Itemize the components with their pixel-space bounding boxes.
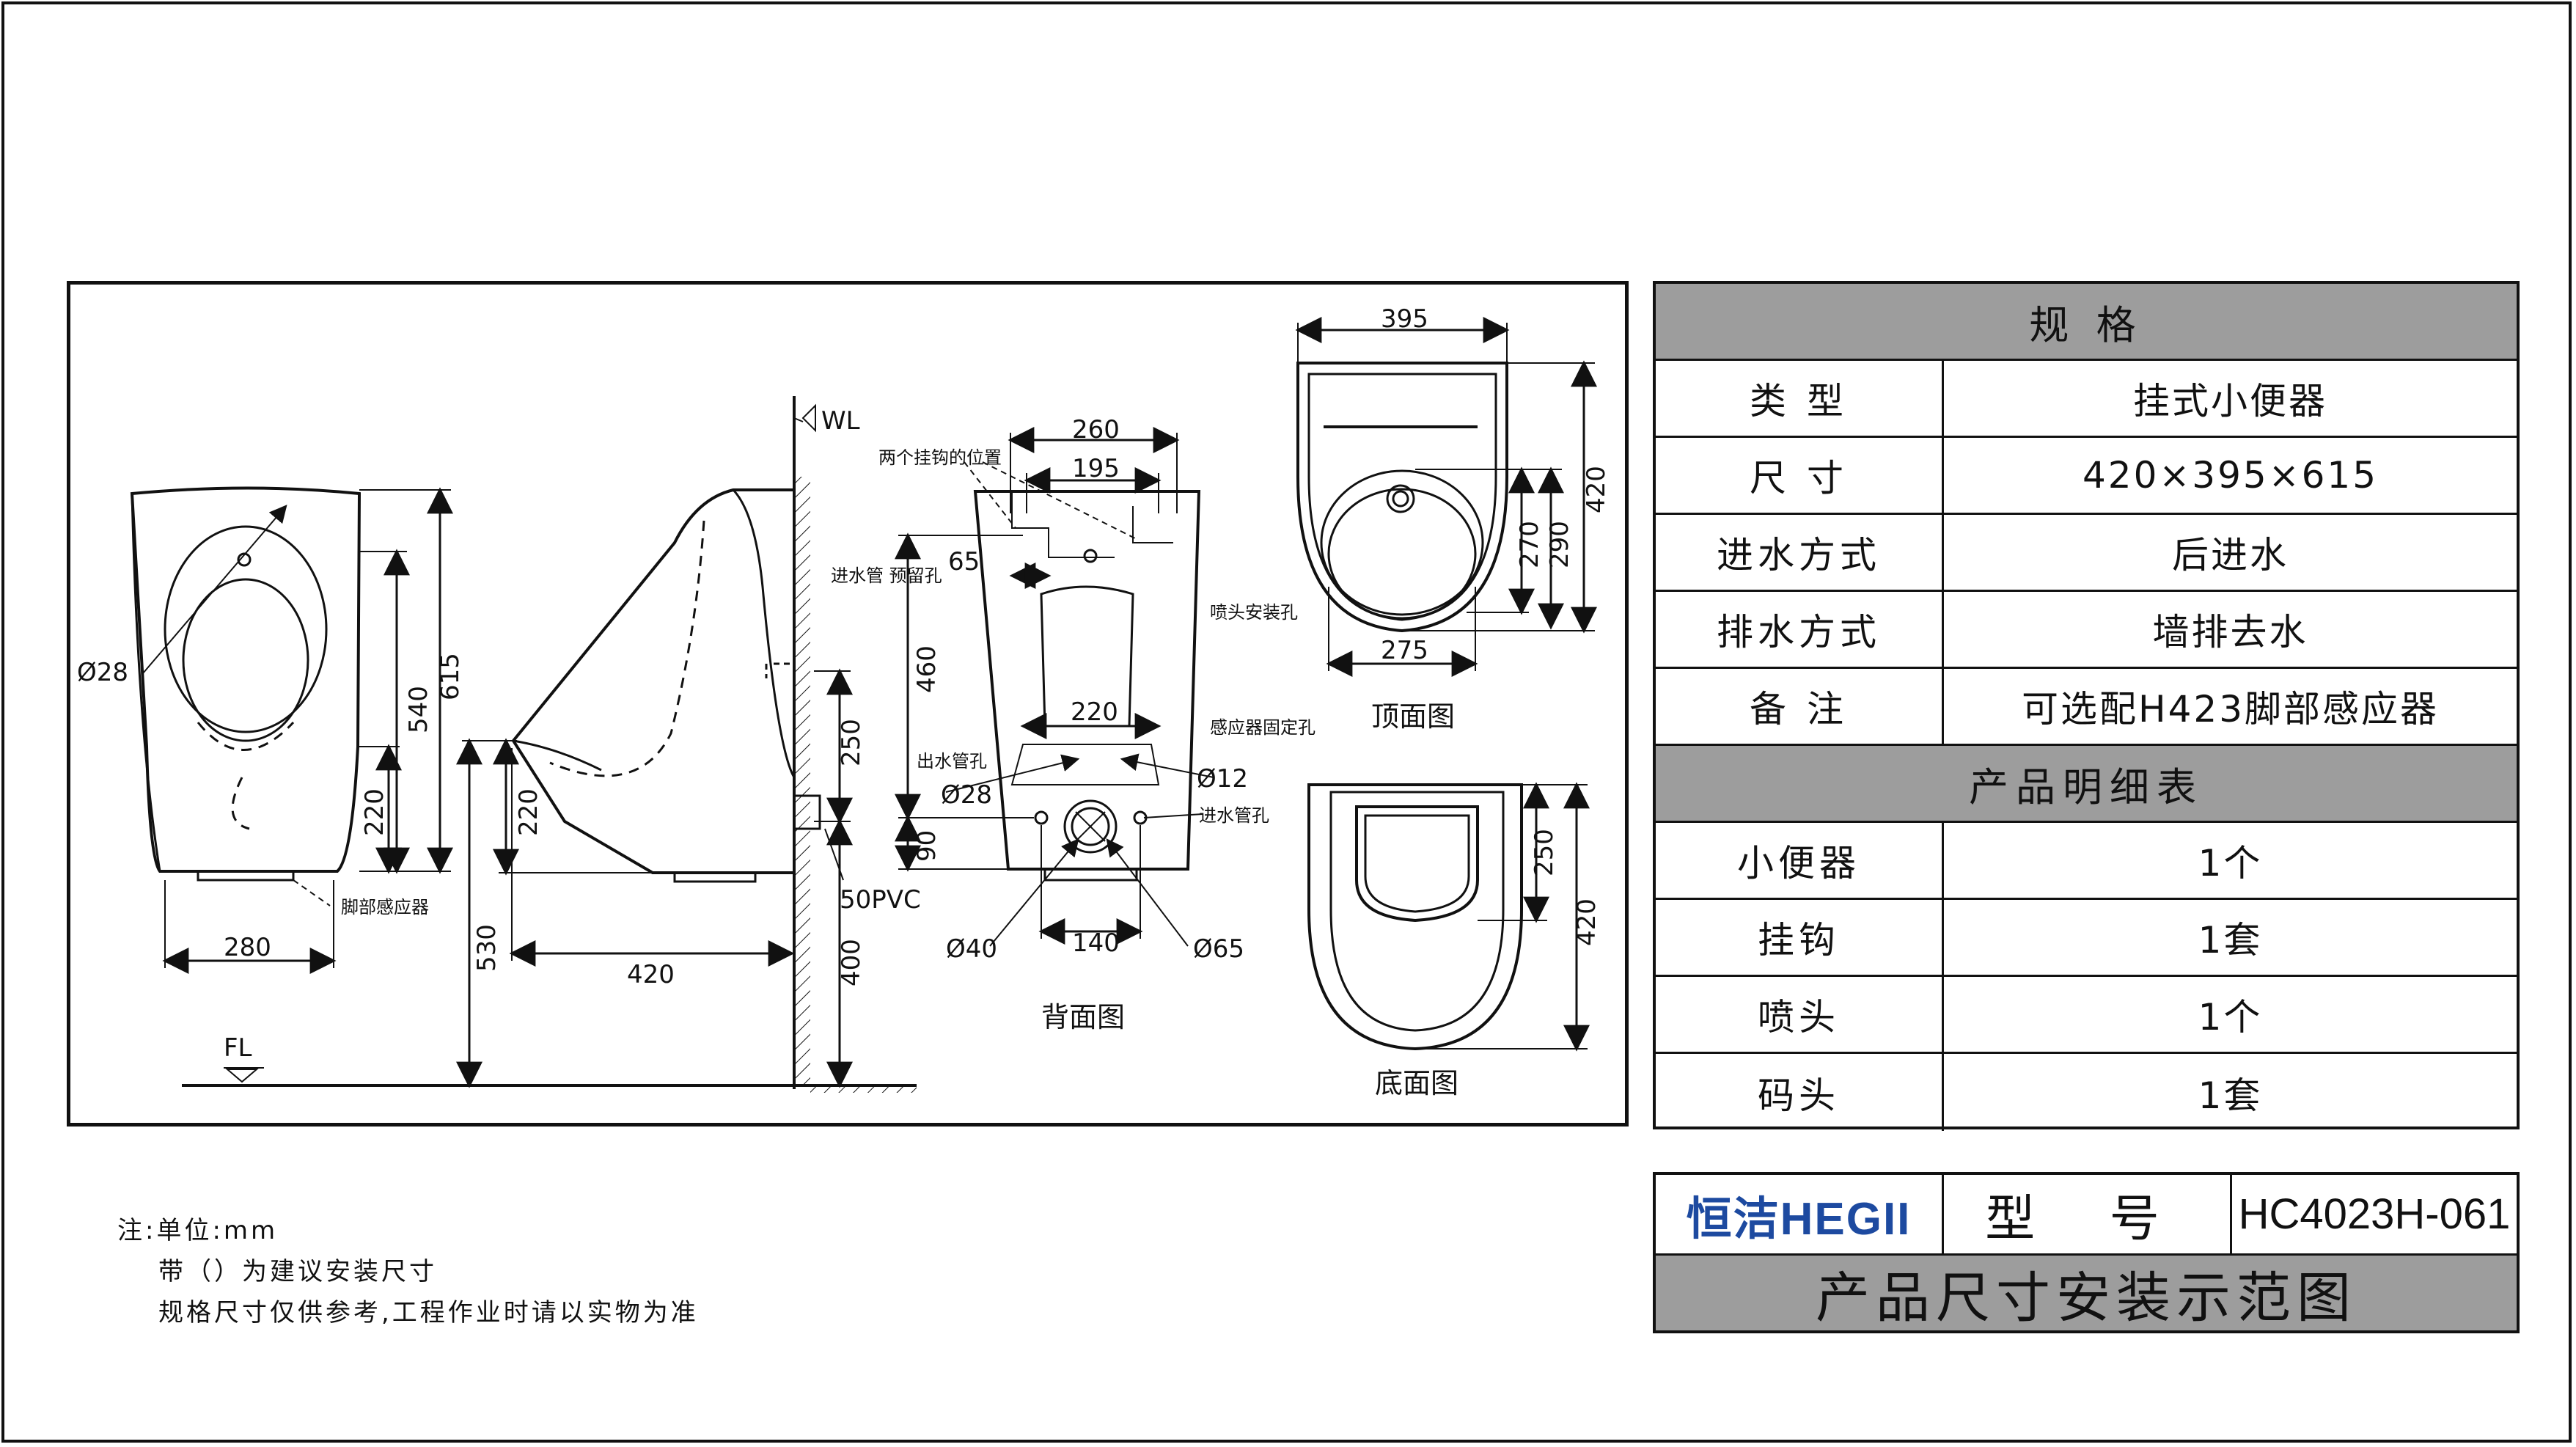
list-value: 1套 <box>2198 919 2263 961</box>
list-header: 产品明细表 <box>1969 763 2203 810</box>
title-block: 恒洁HEGII 型 号 HC4023H-061 产品尺寸安装示范图 <box>1653 1172 2520 1333</box>
spec-row: 备 注 可选配H423脚部感应器 <box>1656 669 2517 746</box>
front-d28: Ø28 <box>77 658 128 687</box>
note-line: 带（）为建议安装尺寸 <box>158 1257 437 1286</box>
dim-140: 140 <box>1072 928 1120 958</box>
brand-logo: 恒洁HEGII <box>1656 1175 1944 1253</box>
bottom-view <box>1307 782 1590 1052</box>
dim-615: 615 <box>436 653 465 700</box>
dim-260: 260 <box>1072 415 1120 444</box>
spec-table: 规 格 类 型 挂式小便器 尺 寸 420×395×615 进水方式 后进水 排… <box>1653 281 2520 1131</box>
fl-label: FL <box>224 1033 252 1063</box>
front-view <box>130 486 453 974</box>
spec-value: 后进水 <box>2172 534 2289 576</box>
list-key: 挂钩 <box>1656 900 1944 975</box>
spray-hole-label: 喷头安装孔 <box>1210 602 1298 623</box>
spec-row: 尺 寸 420×395×615 <box>1656 438 2517 515</box>
spec-header: 规 格 <box>2029 301 2143 348</box>
list-key: 小便器 <box>1656 823 1944 898</box>
list-value: 1个 <box>2198 842 2263 884</box>
dim-395: 395 <box>1381 304 1428 334</box>
list-value: 1套 <box>2198 1074 2263 1117</box>
list-row: 码头 1套 <box>1656 1054 2517 1131</box>
list-header-row: 产品明细表 <box>1656 746 2517 823</box>
back-d28: Ø28 <box>941 780 992 810</box>
dim-400: 400 <box>837 939 866 986</box>
spec-key: 备 注 <box>1656 669 1944 744</box>
spec-row: 排水方式 墙排去水 <box>1656 592 2517 669</box>
list-row: 挂钩 1套 <box>1656 900 2517 977</box>
spec-value: 挂式小便器 <box>2133 380 2327 422</box>
note-line: 注:单位:mm <box>117 1216 279 1245</box>
title-block-top: 恒洁HEGII 型 号 HC4023H-061 <box>1656 1175 2517 1256</box>
notes: 注:单位:mm 带（）为建议安装尺寸 规格尺寸仅供参考,工程作业时请以实物为准 <box>117 1210 699 1333</box>
back-d65: Ø65 <box>1193 934 1244 964</box>
dim-195: 195 <box>1072 454 1120 483</box>
spec-row: 类 型 挂式小便器 <box>1656 361 2517 438</box>
back-d40: Ø40 <box>946 934 997 964</box>
drawing-title: 产品尺寸安装示范图 <box>1656 1256 2517 1330</box>
drawing-frame <box>67 281 1629 1127</box>
dim-540: 540 <box>404 686 433 733</box>
dim-460: 460 <box>912 645 942 693</box>
back-view-title: 背面图 <box>1041 1001 1125 1033</box>
dim-270: 270 <box>1515 521 1544 568</box>
dim-250-side: 250 <box>837 719 866 766</box>
note-line: 规格尺寸仅供参考,工程作业时请以实物为准 <box>158 1298 699 1327</box>
dim-275: 275 <box>1381 636 1428 665</box>
inlet-hole-label: 进水管 预留孔 <box>831 565 942 586</box>
model-label: 型 号 <box>1944 1175 2232 1253</box>
list-value: 1个 <box>2198 996 2263 1038</box>
spec-key: 尺 寸 <box>1656 438 1944 513</box>
side-view <box>182 396 917 1093</box>
dim-280: 280 <box>224 933 271 962</box>
foot-sensor-label: 脚部感应器 <box>341 897 429 917</box>
list-row: 小便器 1个 <box>1656 823 2517 900</box>
list-key: 喷头 <box>1656 977 1944 1052</box>
dim-220-back: 220 <box>1071 697 1118 727</box>
pipe-50pvc: 50PVC <box>840 885 921 915</box>
back-d12: Ø12 <box>1197 764 1248 794</box>
spec-key: 进水方式 <box>1656 515 1944 590</box>
dim-530: 530 <box>472 924 502 972</box>
spec-header-row: 规 格 <box>1656 284 2517 361</box>
list-row: 喷头 1个 <box>1656 977 2517 1054</box>
outlet-hole-label: 出水管孔 <box>917 751 987 772</box>
model-value: HC4023H-061 <box>2238 1190 2511 1238</box>
sensor-hole-label: 感应器固定孔 <box>1210 717 1315 738</box>
spec-value: 可选配H423脚部感应器 <box>2021 688 2440 730</box>
wl-label: WL <box>821 406 860 436</box>
back-view <box>895 427 1214 947</box>
dim-420-bottom: 420 <box>1572 898 1601 946</box>
top-view <box>1295 317 1597 677</box>
dim-90: 90 <box>912 830 942 862</box>
list-key: 码头 <box>1656 1054 1944 1131</box>
dim-65: 65 <box>948 547 980 576</box>
dim-220-side: 220 <box>514 788 543 836</box>
hooks-label: 两个挂钩的位置 <box>878 447 1002 468</box>
spec-key: 类 型 <box>1656 361 1944 436</box>
inlet-pipe-hole-label: 进水管孔 <box>1199 805 1269 826</box>
spec-value: 墙排去水 <box>2152 611 2308 653</box>
spec-key: 排水方式 <box>1656 592 1944 667</box>
dim-220-front: 220 <box>360 788 389 836</box>
dim-290: 290 <box>1545 521 1574 568</box>
top-view-title: 顶面图 <box>1371 700 1455 733</box>
dim-420-side: 420 <box>627 960 675 989</box>
bottom-view-title: 底面图 <box>1375 1067 1458 1099</box>
spec-value: 420×395×615 <box>2082 454 2379 497</box>
dim-250-bottom: 250 <box>1530 829 1559 876</box>
spec-row: 进水方式 后进水 <box>1656 515 2517 592</box>
dim-420-top: 420 <box>1582 466 1611 513</box>
